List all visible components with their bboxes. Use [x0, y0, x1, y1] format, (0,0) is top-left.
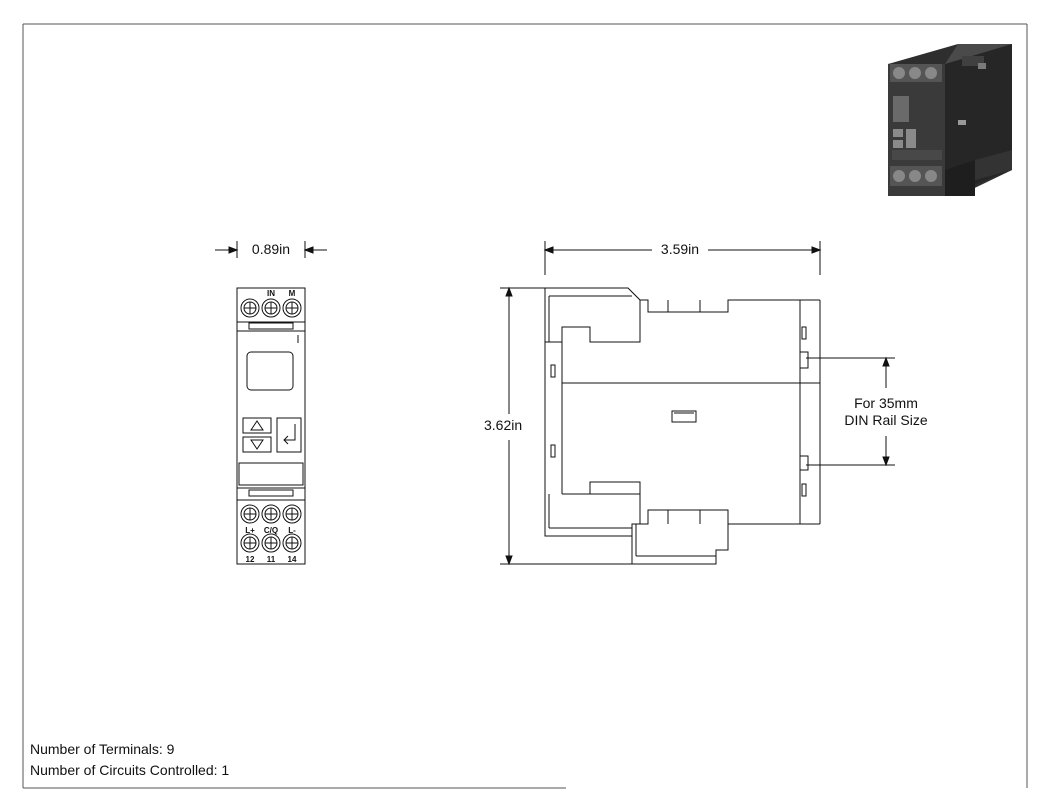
terminals-count-text: Number of Terminals: 9 — [30, 741, 175, 757]
product-3d-render — [888, 44, 1012, 196]
side-width-dimension: 3.59in — [660, 241, 700, 257]
terminal-label-m: M — [289, 289, 296, 298]
terminal-label-lplus: L+ — [245, 526, 255, 535]
front-mid-screws — [240, 504, 302, 524]
side-height-dimension: 3.62in — [484, 417, 523, 433]
terminal-label-lminus: L- — [288, 526, 296, 535]
front-top-screws — [240, 298, 302, 318]
circuits-controlled-text: Number of Circuits Controlled: 1 — [30, 762, 230, 778]
din-rail-note-line1: For 35mm — [854, 395, 918, 411]
front-bottom-screws — [240, 533, 302, 553]
terminal-label-cq: C/Q — [264, 526, 278, 535]
front-view — [215, 241, 327, 565]
terminal-label-in: IN — [267, 289, 275, 298]
side-view — [500, 241, 895, 566]
terminal-number-12: 12 — [246, 555, 255, 564]
terminal-number-14: 14 — [288, 555, 297, 564]
din-rail-note-line2: DIN Rail Size — [844, 412, 928, 428]
sheet-border — [22, 23, 1028, 789]
front-width-dimension: 0.89in — [251, 241, 291, 257]
terminal-number-11: 11 — [267, 555, 276, 564]
